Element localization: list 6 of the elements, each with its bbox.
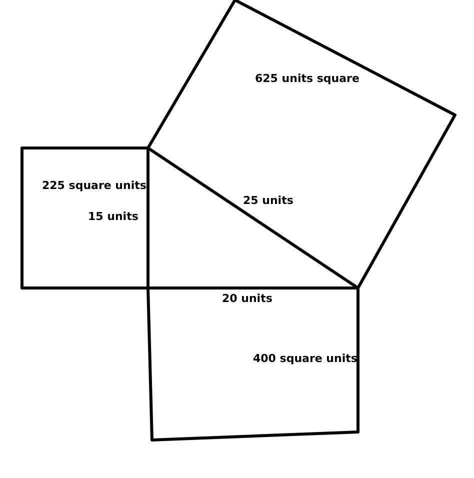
area-label: 625 units square [255,72,360,85]
area-label: 400 square units [253,352,358,365]
side-length-label: 15 units [88,210,138,223]
side-length-label: 20 units [222,292,272,305]
side-length-label: 25 units [243,194,294,207]
area-label: 225 square units [42,179,146,192]
